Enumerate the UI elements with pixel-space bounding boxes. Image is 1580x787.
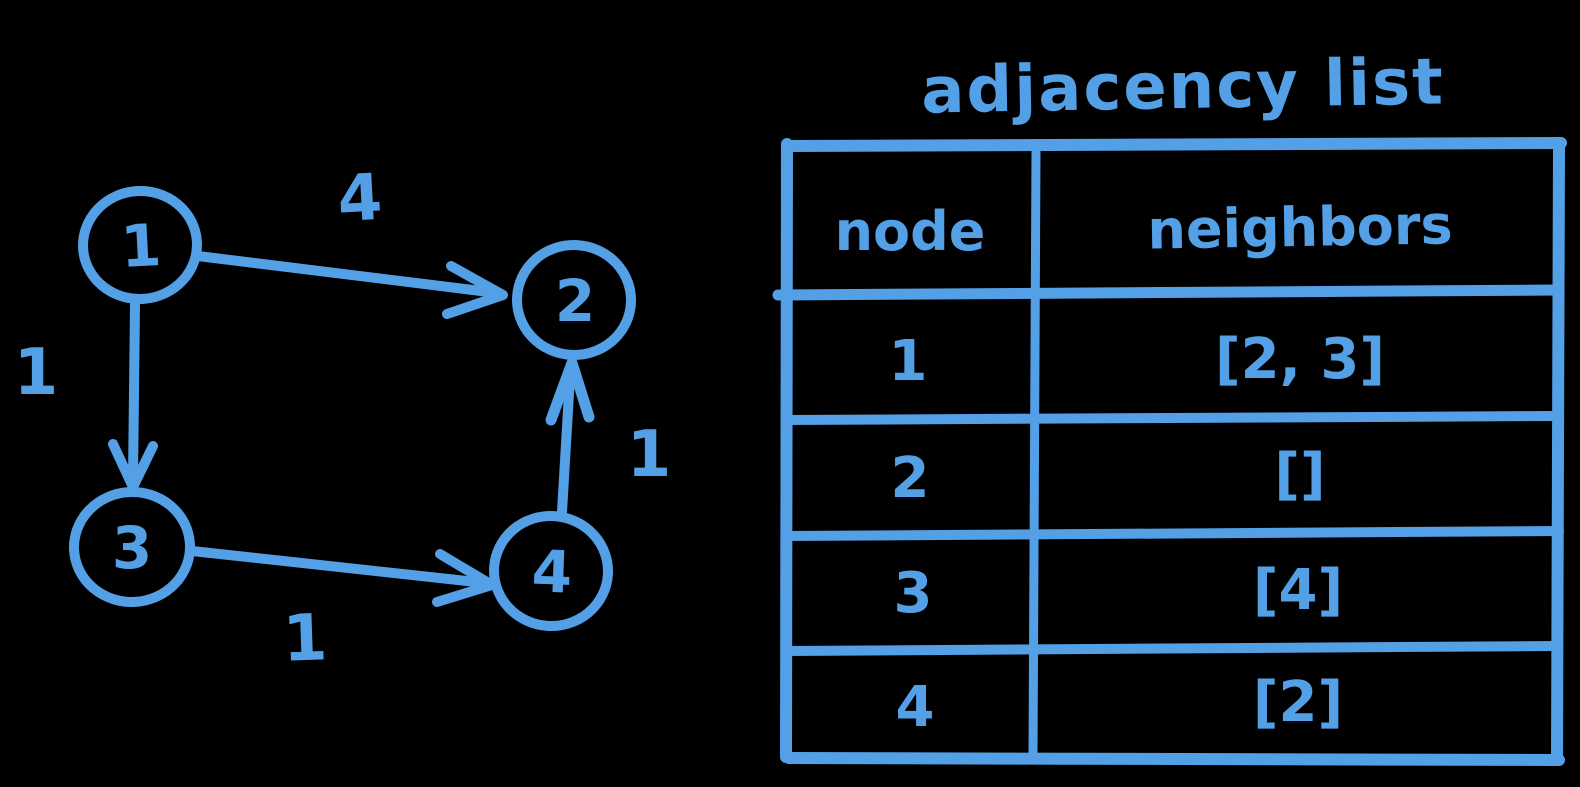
table-header-neighbors: neighbors <box>1147 193 1453 261</box>
graph-node-4: 4 <box>489 510 613 632</box>
edge-1-2-arrowhead <box>442 261 508 319</box>
table-row-divider-1 <box>772 284 1565 301</box>
node-1-label: 1 <box>119 211 163 281</box>
edge-4-2-weight-label: 1 <box>627 418 672 492</box>
table-header-row: node neighbors <box>835 193 1454 263</box>
table-border-left <box>780 138 793 763</box>
edge-4-2-arrowhead <box>545 357 595 426</box>
edge-3-4: 1 <box>187 546 497 677</box>
table-border-bottom <box>783 752 1565 766</box>
table-grid <box>772 137 1567 766</box>
edge-1-2-line <box>193 251 502 298</box>
edge-3-4-line <box>187 546 490 588</box>
table-row-divider-3 <box>781 526 1564 541</box>
node-2-circle <box>512 239 636 361</box>
table-row-divider-2 <box>781 411 1562 425</box>
table-border-right <box>1551 139 1565 763</box>
edge-1-3-weight-label: 1 <box>14 336 59 410</box>
table-cell-neighbors: [] <box>1274 442 1325 507</box>
table-row-divider-4 <box>781 641 1562 656</box>
table-row-3: 3 [4] <box>894 558 1344 626</box>
table-cell-node: 4 <box>896 675 935 740</box>
edge-1-3-line <box>128 299 140 485</box>
table-border-top <box>782 137 1567 152</box>
table-cell-neighbors: [2, 3] <box>1215 327 1385 392</box>
graph-node-3: 3 <box>69 486 195 608</box>
graph-node-1: 1 <box>78 185 202 305</box>
edge-3-4-weight-label: 1 <box>281 601 328 677</box>
node-3-circle <box>69 486 195 608</box>
edge-4-2: 1 <box>545 357 672 517</box>
edge-1-2: 4 <box>193 161 508 319</box>
node-3-label: 3 <box>112 514 152 582</box>
edge-4-2-line <box>557 371 575 517</box>
node-1-circle <box>78 185 202 305</box>
table-row-2: 2 [] <box>891 442 1326 511</box>
table-cell-node: 1 <box>889 329 928 394</box>
graph-node-2: 2 <box>512 239 636 361</box>
table-cell-neighbors: [2] <box>1253 670 1343 735</box>
table-row-1: 1 [2, 3] <box>889 327 1385 394</box>
table-cell-node: 3 <box>894 561 933 626</box>
table-row-4: 4 [2] <box>896 670 1344 740</box>
node-4-label: 4 <box>531 537 574 606</box>
edge-1-2-weight-label: 4 <box>336 161 384 237</box>
table-cell-neighbors: [4] <box>1253 558 1343 623</box>
table-column-divider <box>1028 147 1041 760</box>
table-header-node: node <box>835 200 986 263</box>
table-title: adjacency list <box>921 45 1446 128</box>
node-2-label: 2 <box>555 267 595 335</box>
edge-1-3: 1 <box>14 299 158 492</box>
adjacency-list: adjacency list node neighbors <box>772 45 1567 766</box>
table-cell-node: 2 <box>891 446 930 511</box>
node-4-circle <box>489 510 613 632</box>
graph: 4 1 1 1 1 <box>14 161 672 677</box>
